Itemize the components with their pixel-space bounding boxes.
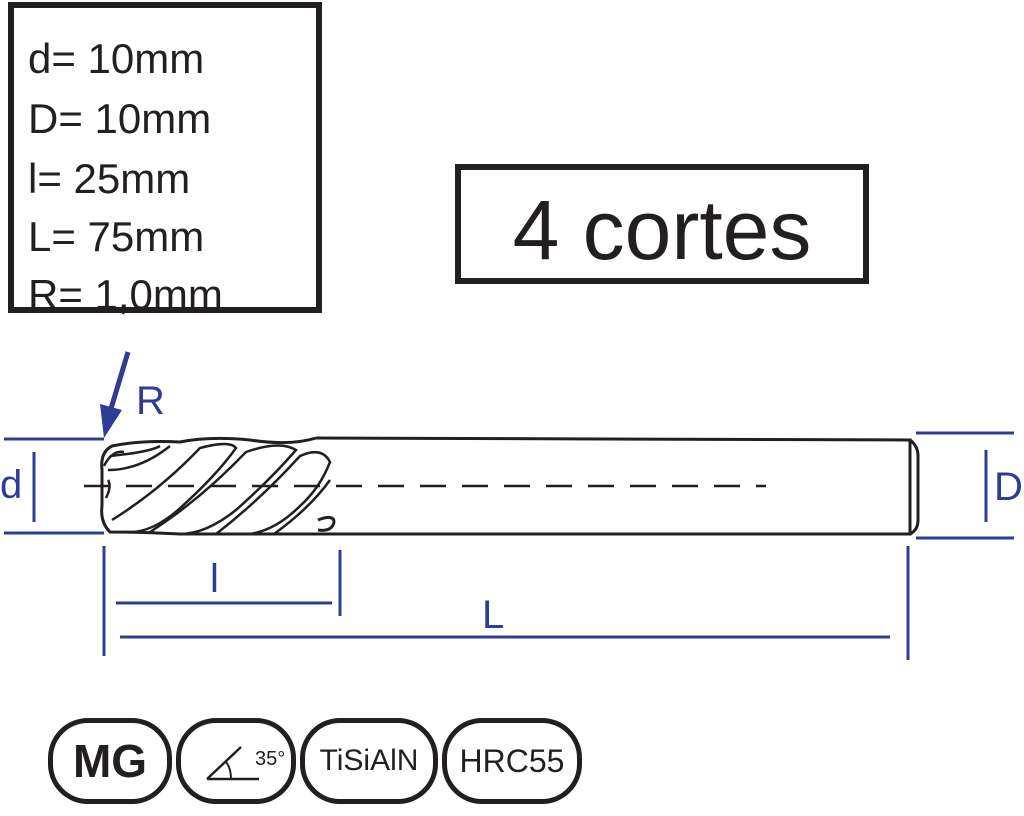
- flutes-label: 4 cortes: [512, 183, 812, 277]
- spec-cutting-length: l= 25mm: [28, 155, 191, 202]
- diameter-D-label: D: [994, 465, 1023, 509]
- flute-spirals: [102, 442, 332, 536]
- hardness-badge: HRC55: [442, 718, 582, 804]
- flutes-box: 4 cortes: [455, 164, 869, 284]
- material-label: MG: [72, 735, 148, 787]
- coating-label: TiSiAlN: [319, 744, 419, 777]
- spec-diameter-D: D= 10mm: [28, 95, 212, 142]
- total-length-label: L: [482, 593, 504, 637]
- hardness-label: HRC55: [459, 743, 565, 779]
- dimension-lines: [4, 431, 1014, 660]
- radius-label: R: [136, 379, 165, 423]
- tool-body: [100, 436, 920, 536]
- angle-icon: [206, 746, 259, 781]
- diameter-d-label: d: [0, 463, 22, 507]
- material-badge: MG: [48, 718, 172, 804]
- cutting-length-label: l: [210, 557, 219, 601]
- coating-badge: TiSiAlN: [300, 718, 438, 804]
- helix-angle-badge: 35°: [176, 718, 296, 804]
- spec-total-length: L= 75mm: [28, 213, 205, 260]
- spec-diameter-d: d= 10mm: [28, 35, 205, 82]
- helix-angle-label: 35°: [255, 748, 286, 770]
- spec-corner-radius: R= 1,0mm: [28, 271, 223, 318]
- specification-box: d= 10mm D= 10mm l= 25mm L= 75mm R= 1,0mm: [8, 2, 322, 318]
- radius-arrow: [100, 351, 131, 438]
